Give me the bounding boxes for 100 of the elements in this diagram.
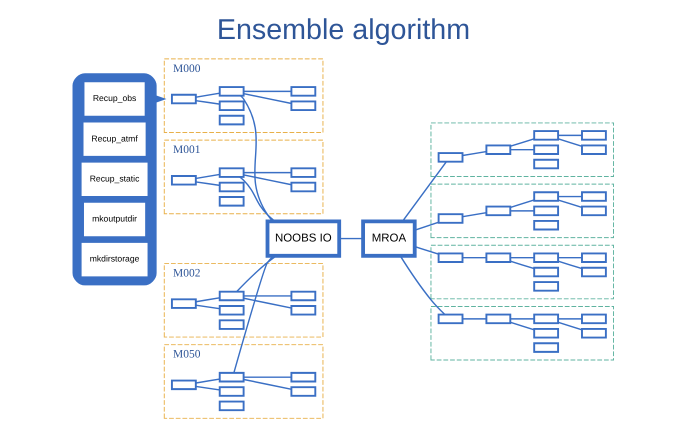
connector	[510, 260, 534, 270]
node-box	[485, 314, 512, 324]
node-box	[218, 167, 245, 178]
node-box	[170, 175, 197, 186]
connector	[196, 92, 220, 98]
node-box	[438, 213, 464, 224]
node-box	[218, 114, 245, 126]
cluster	[430, 306, 614, 360]
connector	[510, 318, 534, 320]
node-box	[533, 314, 560, 324]
cluster	[164, 262, 324, 338]
connector	[510, 148, 534, 150]
connector	[236, 255, 277, 292]
node-box	[533, 342, 560, 353]
node-box	[581, 328, 607, 338]
connector	[196, 181, 220, 186]
node-box	[533, 191, 560, 202]
node-box	[581, 206, 607, 216]
node-box: mkdirstorage	[80, 242, 148, 278]
node-box	[218, 305, 245, 316]
node-box	[170, 298, 197, 309]
cluster	[164, 344, 324, 419]
connector	[558, 134, 582, 136]
connector	[400, 256, 446, 315]
node-box	[218, 400, 245, 412]
cluster	[430, 184, 614, 238]
node-box: Recup_static	[80, 162, 148, 198]
cluster	[430, 122, 614, 177]
node-box	[533, 252, 560, 263]
node-box	[438, 152, 464, 163]
connector	[244, 378, 292, 390]
connector	[239, 176, 276, 222]
node-box	[485, 252, 512, 263]
connector	[240, 95, 274, 222]
node-box	[533, 328, 560, 338]
node-box	[218, 290, 245, 302]
node-box	[533, 206, 560, 216]
node-box	[581, 130, 607, 141]
node-box: MROA	[361, 219, 417, 258]
connector	[233, 255, 274, 373]
node-box	[581, 314, 607, 324]
node-label: M001	[173, 144, 200, 156]
node-box	[290, 86, 316, 97]
connector	[462, 212, 486, 218]
connector	[462, 318, 486, 320]
cluster	[72, 73, 157, 286]
node-box	[290, 182, 316, 192]
cluster	[430, 244, 614, 300]
node-box	[533, 220, 560, 230]
node-box	[218, 372, 245, 382]
node-box	[581, 191, 607, 202]
node-box	[170, 94, 197, 104]
connector	[196, 378, 220, 384]
node-label: M000	[173, 62, 200, 75]
node-box	[438, 252, 464, 263]
connector	[510, 210, 534, 212]
node-box	[438, 314, 464, 324]
connector	[558, 138, 582, 147]
connector	[558, 257, 582, 258]
node-box	[581, 144, 607, 155]
cluster	[164, 58, 324, 133]
node-box	[533, 144, 560, 155]
connector	[558, 196, 582, 198]
connector	[244, 298, 292, 309]
node-box	[170, 380, 197, 390]
node-box	[290, 100, 316, 111]
node-box: Recup_atmf	[82, 122, 147, 157]
connector	[558, 322, 582, 330]
cluster	[164, 140, 324, 214]
connector	[196, 174, 220, 180]
connector	[244, 90, 291, 92]
node-label: M002	[173, 267, 200, 280]
node-box	[290, 290, 316, 302]
node-box	[218, 196, 245, 207]
connector	[196, 386, 220, 391]
node-box	[218, 100, 245, 111]
connector	[244, 295, 291, 297]
connector	[196, 297, 220, 302]
connector	[339, 238, 364, 240]
node-box	[290, 372, 316, 382]
node-box	[581, 266, 607, 278]
connector	[510, 257, 534, 258]
node-box	[218, 182, 245, 192]
connector	[510, 199, 534, 208]
node-box	[218, 386, 245, 397]
node-box	[290, 305, 316, 316]
connector	[462, 150, 486, 156]
node-box	[533, 281, 560, 292]
connector	[510, 138, 534, 147]
node-box: mkoutputdir	[83, 202, 146, 238]
node-box	[533, 130, 560, 141]
connector	[196, 100, 220, 105]
connector	[558, 260, 582, 270]
connector	[244, 174, 292, 186]
connector	[414, 222, 439, 231]
connector	[414, 246, 439, 255]
node-label: M050	[173, 348, 200, 361]
diagram-title: Ensemble algorithm	[216, 14, 470, 46]
connector	[402, 161, 447, 222]
connector	[196, 304, 220, 310]
